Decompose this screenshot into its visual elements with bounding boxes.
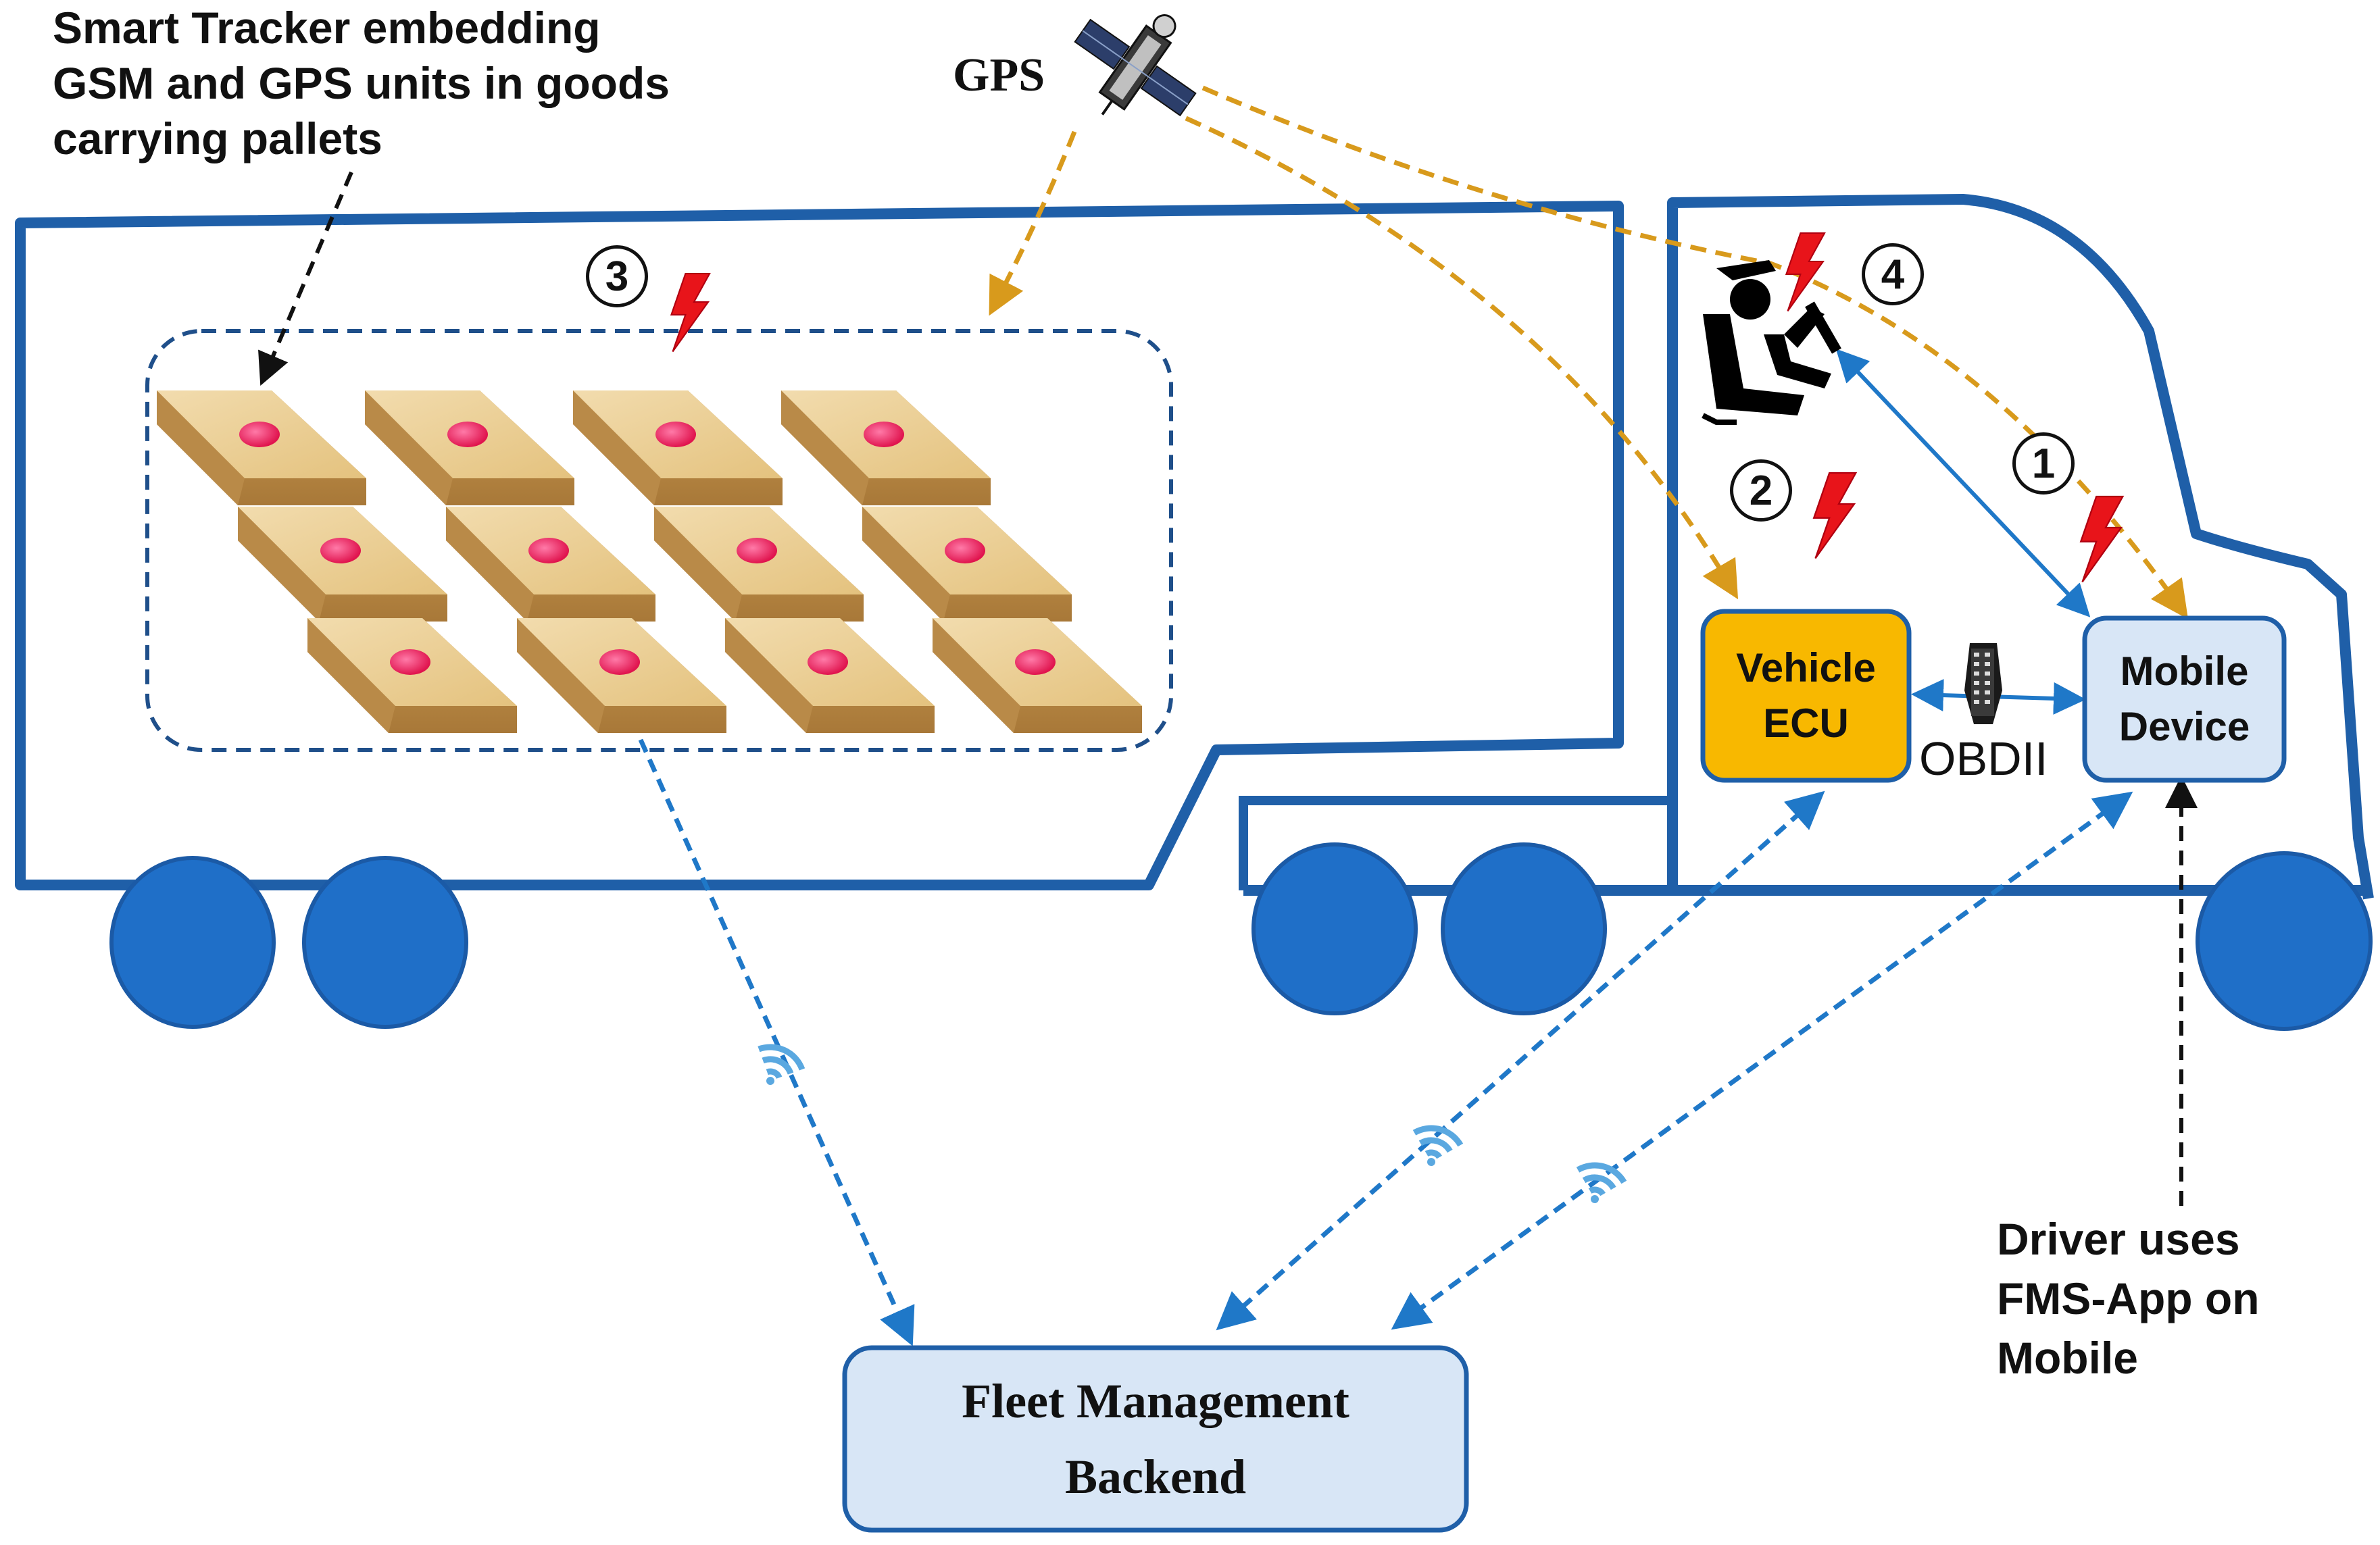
driver-note-line: Driver uses [1997, 1214, 2240, 1264]
vehicle-ecu-label: Vehicle ECU [1736, 645, 1876, 746]
pallet-icon [725, 618, 935, 733]
tracker-note: Smart Tracker embedding GSM and GPS unit… [53, 0, 728, 166]
mobile-backend-link [1391, 791, 2133, 1330]
satellite-icon [1074, 14, 1197, 117]
lightning-icon [1785, 232, 1826, 312]
tracker-note-arrow [258, 171, 353, 386]
tracker-note-line: Smart Tracker embedding [53, 3, 601, 53]
cargo-backend-link [638, 738, 915, 1346]
gps-link-cargo [989, 130, 1077, 316]
gps-link-mobile [1201, 85, 2189, 619]
wifi-signal-icon [1575, 1153, 1626, 1205]
wheel [302, 856, 468, 1029]
pallet-grid [157, 390, 1142, 733]
gps-label: GPS [953, 49, 1045, 101]
wheel [1251, 842, 1418, 1015]
pallet-icon [781, 390, 991, 505]
marker-2: 2 [1730, 459, 1792, 522]
cab-outline [1667, 194, 2374, 900]
pallet-icon [933, 618, 1142, 733]
backend-box [842, 1345, 1469, 1533]
pallet-icon [517, 618, 726, 733]
cargo-region [145, 329, 1173, 752]
wheel [109, 856, 276, 1029]
backend-label: Fleet Management Backend [962, 1374, 1349, 1504]
marker-3: 3 [586, 245, 648, 307]
pallet-icon [157, 390, 366, 505]
pallet-icon [862, 507, 1072, 622]
driver-note-line: FMS-App on [1997, 1273, 2260, 1323]
pallet-icon [573, 390, 783, 505]
driver-note: Driver uses FMS-App on Mobile [1997, 1209, 2335, 1388]
pallet-icon [446, 507, 655, 622]
pallet-icon [654, 507, 864, 622]
vehicle-ecu-box [1700, 609, 1912, 783]
gps-link-ecu [1185, 116, 1739, 600]
marker-4: 4 [1862, 243, 1924, 305]
wheel [2196, 851, 2373, 1031]
trailer-outline [15, 201, 1624, 890]
tracker-note-line: carrying pallets [53, 113, 382, 163]
obd-label: OBDII [1919, 732, 2048, 785]
tracker-note-line: GSM and GPS units in goods [53, 58, 670, 108]
lightning-icon [1813, 472, 1857, 559]
driver-mobile-link [1835, 349, 2091, 617]
lightning-icon [2080, 495, 2124, 583]
driver-icon [1702, 260, 1841, 425]
pallet-icon [365, 390, 574, 505]
pallet-icon [238, 507, 447, 622]
pallet-icon [307, 618, 517, 733]
driver-note-line: Mobile [1997, 1333, 2138, 1383]
marker-1: 1 [2012, 432, 2075, 495]
obd-connector-icon [1964, 643, 2002, 724]
lightning-icon [670, 272, 711, 353]
mobile-device-box [2082, 615, 2287, 783]
mobile-device-label: Mobile Device [2118, 649, 2250, 749]
wifi-signal-icon [1411, 1116, 1462, 1167]
wheel [1441, 842, 1607, 1015]
